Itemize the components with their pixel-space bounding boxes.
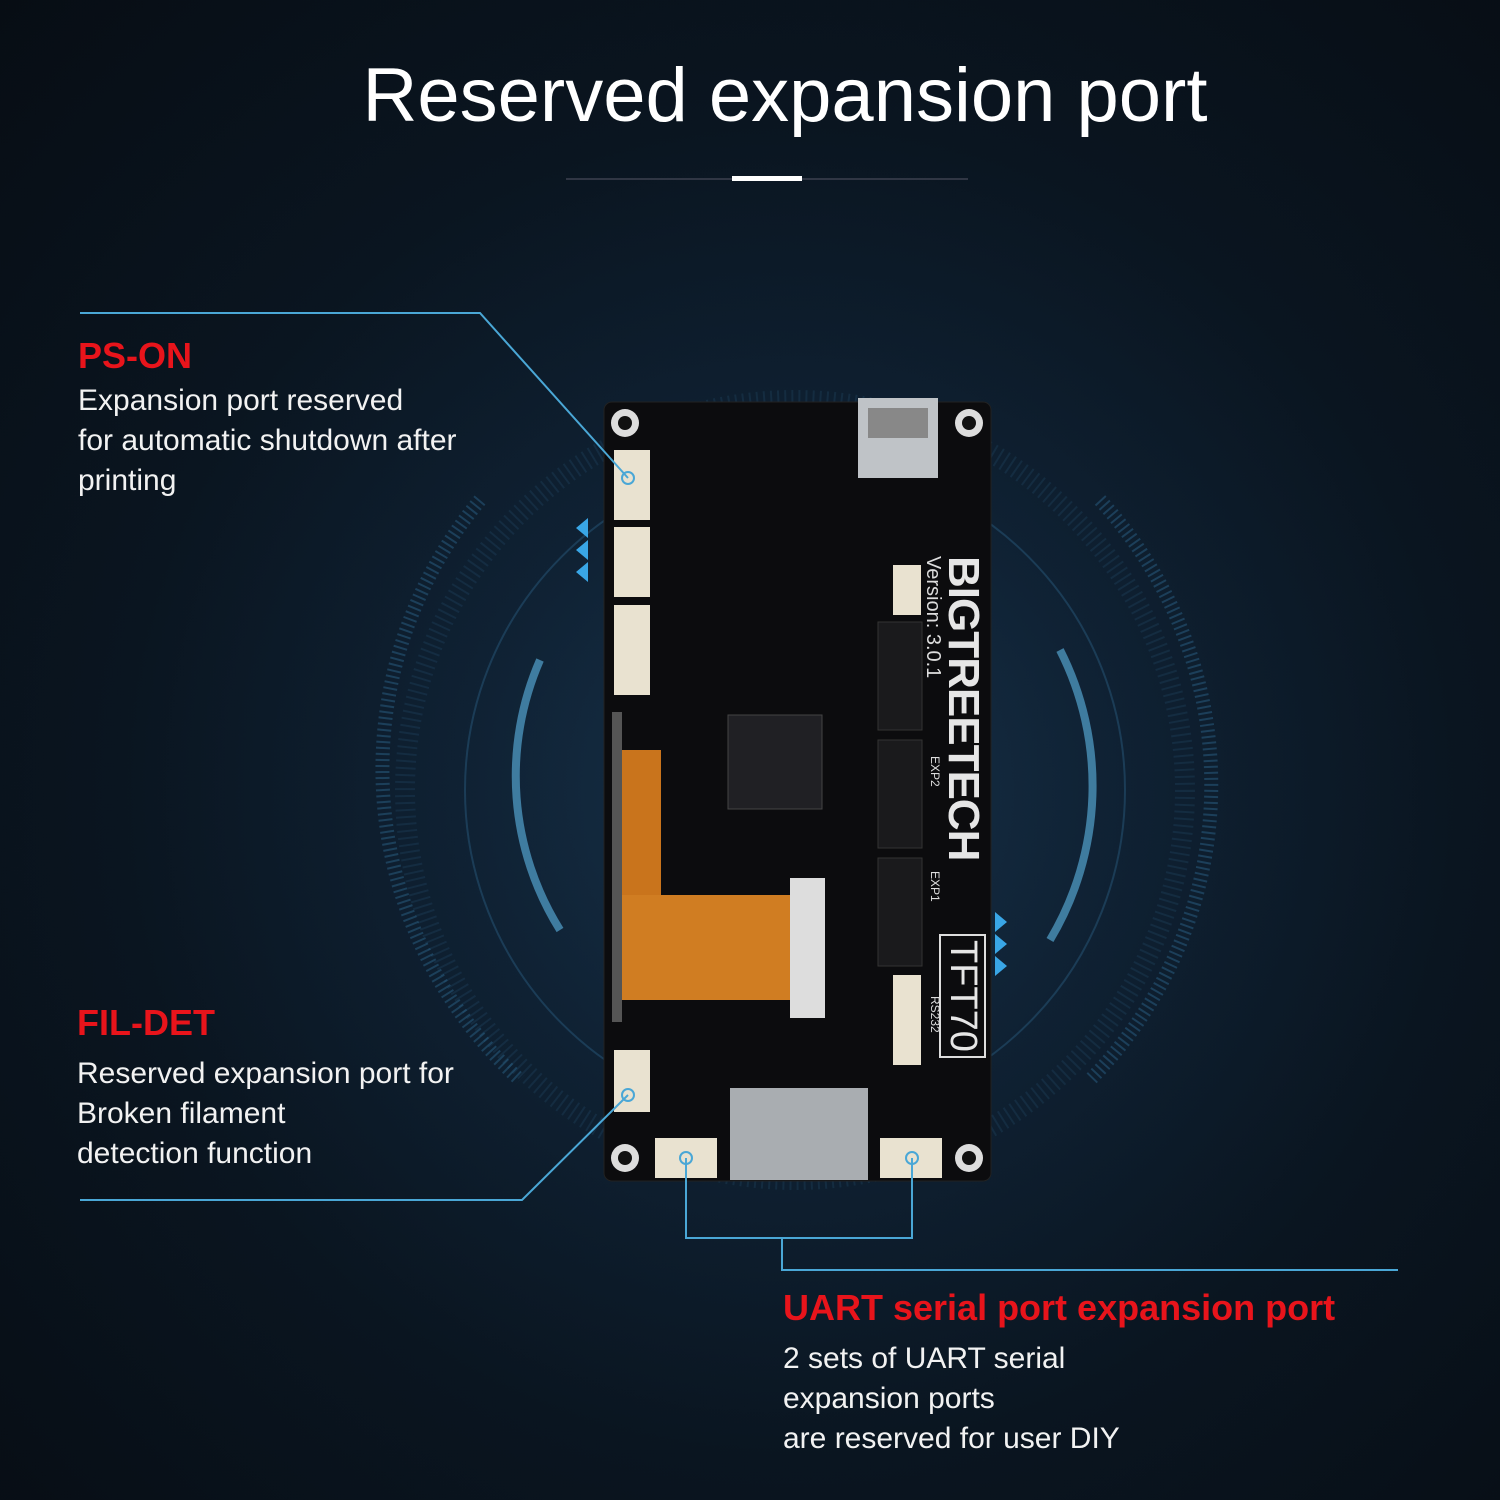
exp1-label: EXP1	[928, 871, 942, 902]
ps-on-desc-line: for automatic shutdown after	[78, 424, 457, 457]
uart-desc-line: are reserved for user DIY	[783, 1422, 1120, 1455]
uart-heading: UART serial port expansion port	[783, 1287, 1336, 1328]
board-version: Version: 3.0.1	[922, 556, 944, 679]
board-brand: BIGTREETECH	[939, 556, 988, 861]
ps-on-heading: PS-ON	[78, 335, 193, 376]
tft70-board	[603, 398, 992, 1182]
exp2-label: EXP2	[928, 756, 942, 787]
fil-det-callout: FIL-DET Reserved expansion port for Brok…	[77, 1002, 454, 1174]
ps-on-desc-line: Expansion port reserved	[78, 384, 404, 417]
fil-det-desc-line: Broken filament	[77, 1097, 286, 1130]
fil-det-desc-line: detection function	[77, 1137, 313, 1170]
board-model: TFT70	[939, 934, 986, 1058]
chevron-icons	[576, 518, 1007, 976]
ps-on-callout: PS-ON Expansion port reserved for automa…	[78, 335, 457, 501]
fil-det-desc-line: Reserved expansion port for	[77, 1057, 454, 1090]
rs232-label: RS232	[928, 996, 942, 1033]
uart-desc-line: 2 sets of UART serial	[783, 1342, 1066, 1375]
fil-det-heading: FIL-DET	[77, 1002, 215, 1043]
uart-desc-line: expansion ports	[783, 1382, 995, 1415]
page-title: Reserved expansion port	[362, 53, 1208, 138]
uart-callout: UART serial port expansion port 2 sets o…	[783, 1287, 1335, 1459]
ps-on-desc-line: printing	[78, 464, 177, 497]
